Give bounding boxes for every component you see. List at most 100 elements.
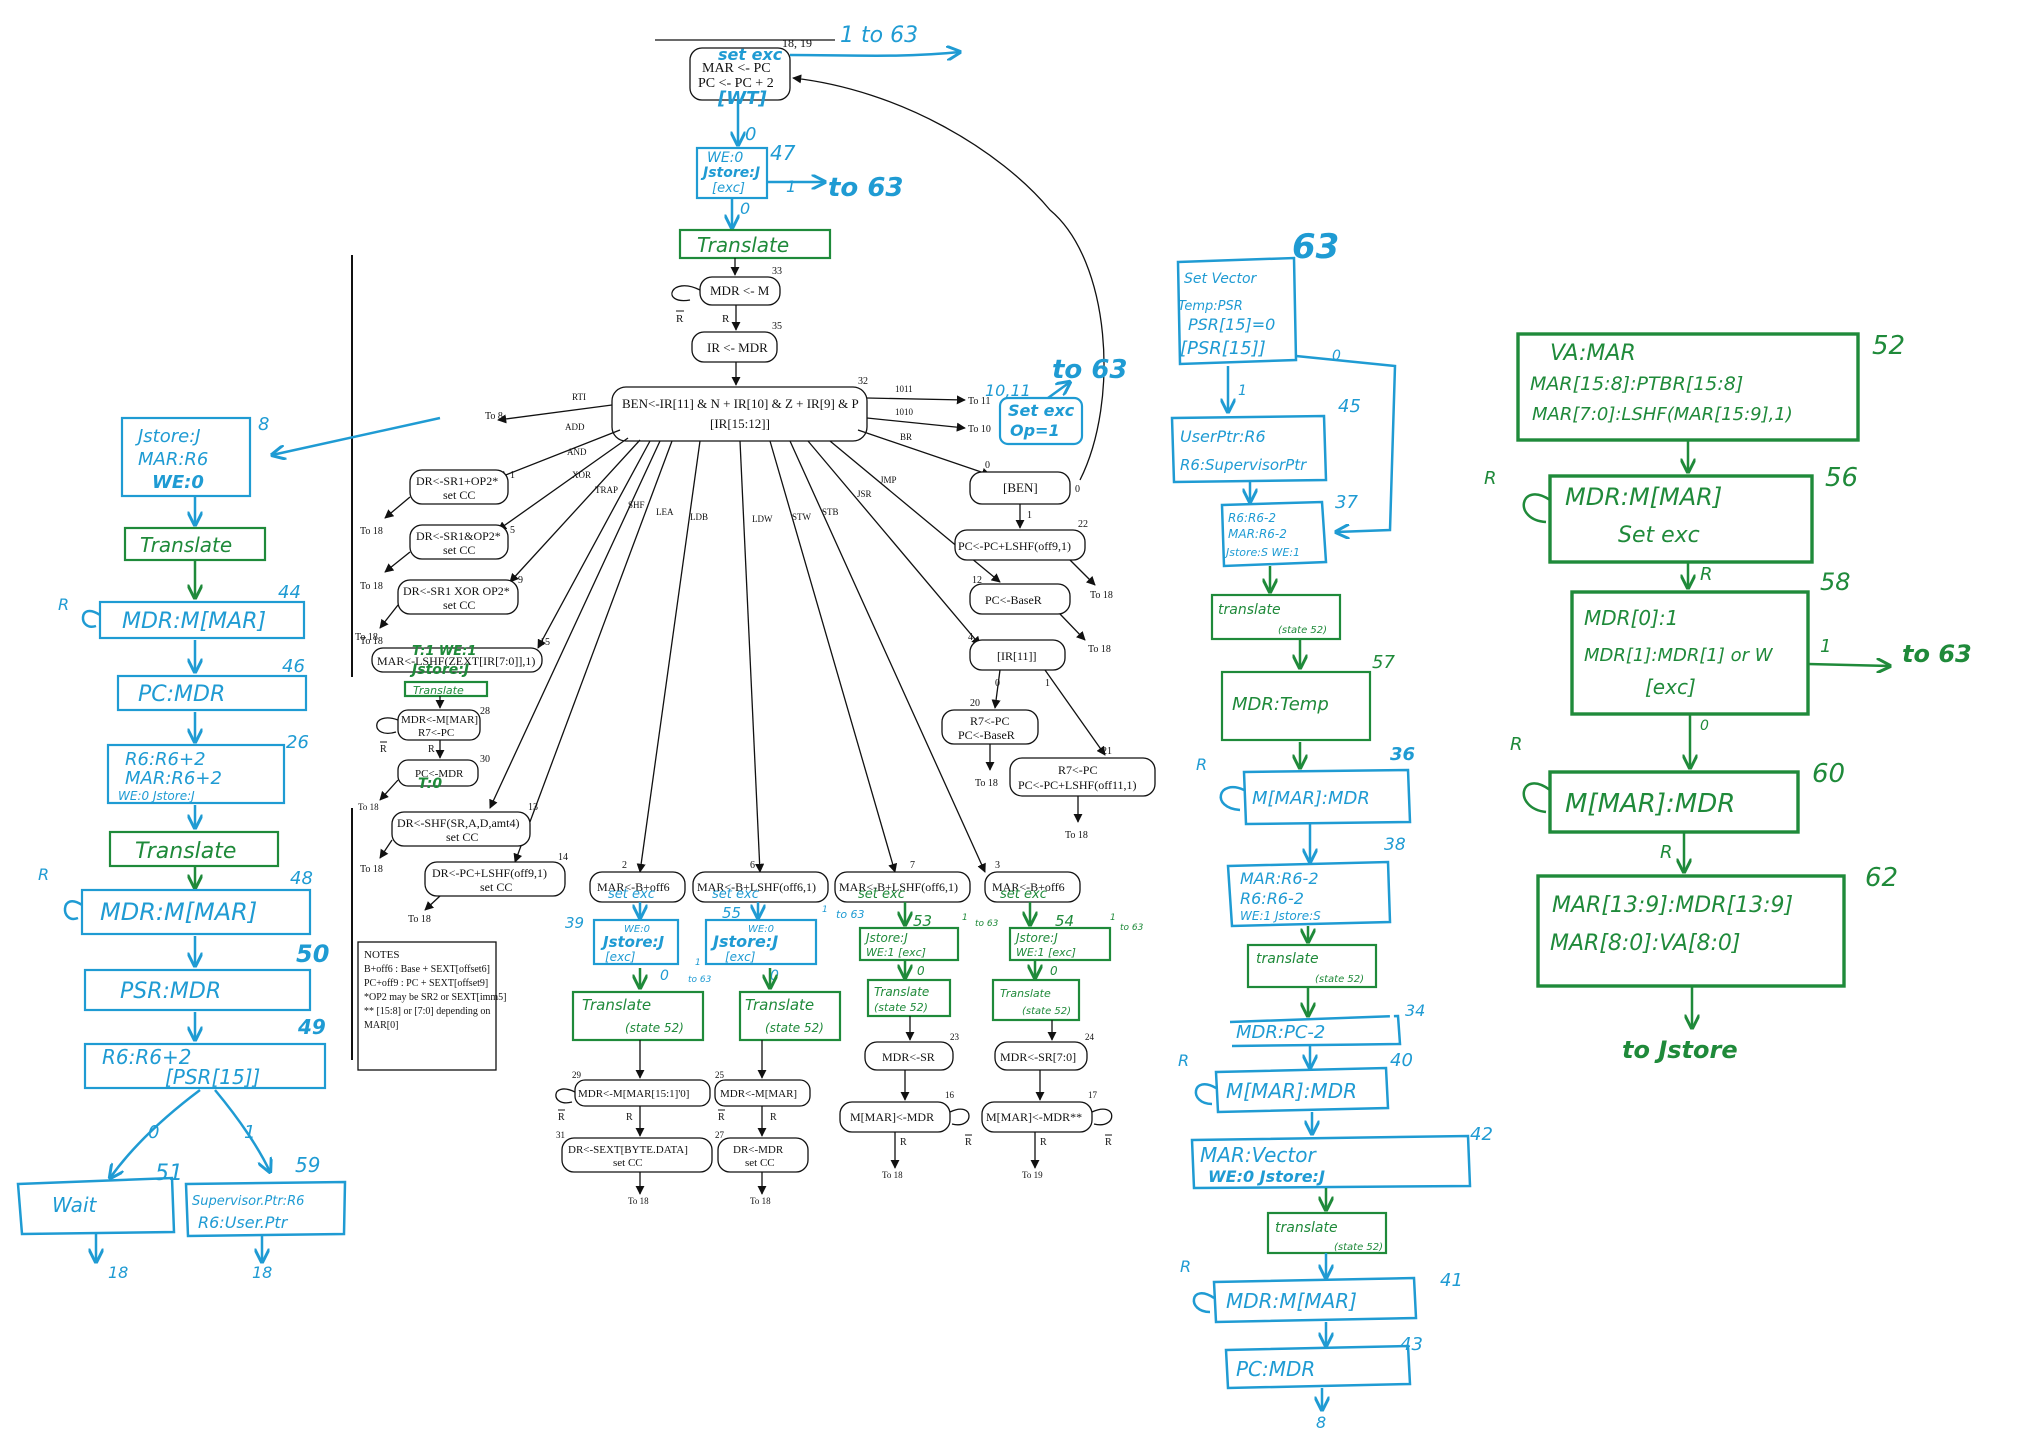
svg-text:Translate: Translate — [1000, 987, 1051, 1000]
svg-text:To 18: To 18 — [355, 632, 378, 643]
svg-text:PC<-PC+LSHF(off9,1): PC<-PC+LSHF(off9,1) — [958, 539, 1071, 553]
svg-text:53: 53 — [913, 912, 932, 930]
state-63: Set Vector Temp:PSR PSR[15]=0 [PSR[15]] … — [1176, 256, 1397, 532]
state-17: M[MAR]<-MDR** 17 R R To 19 — [981, 1090, 1113, 1180]
svg-text:0: 0 — [995, 678, 1000, 689]
svg-text:To 18: To 18 — [360, 581, 383, 592]
svg-text:MAR[15:8]:PTBR[15:8]: MAR[15:8]:PTBR[15:8] — [1530, 373, 1743, 395]
svg-text:STB: STB — [822, 507, 839, 517]
svg-text:62: 62 — [1865, 863, 1898, 893]
svg-text:36: 36 — [1390, 744, 1415, 765]
svg-text:ADD: ADD — [565, 422, 585, 432]
svg-text:WE:0: WE:0 — [152, 472, 204, 493]
svg-text:50: 50 — [296, 940, 329, 968]
state-28: MDR<-M[MAR] R7<-PC 28 R R — [376, 706, 490, 755]
svg-text:DR<-MDR: DR<-MDR — [733, 1144, 784, 1156]
svg-text:R: R — [1178, 1051, 1189, 1070]
svg-text:(state 52): (state 52) — [625, 1021, 684, 1035]
svg-text:Jstore:J: Jstore:J — [864, 931, 908, 945]
svg-text:57: 57 — [1372, 652, 1395, 673]
svg-text:AND: AND — [567, 447, 587, 457]
svg-text:R6:R6+2: R6:R6+2 — [125, 749, 206, 770]
svg-text:MAR<-B+off6: MAR<-B+off6 — [597, 880, 670, 894]
svg-text:PC+off9 : PC + SEXT[offset9]: PC+off9 : PC + SEXT[offset9] — [364, 978, 488, 989]
state-26: 26 R6:R6+2 MAR:R6+2 WE:0 Jstore:J — [106, 732, 309, 805]
svg-text:To 18: To 18 — [1090, 590, 1113, 601]
svg-text:[IR[15:12]]: [IR[15:12]] — [710, 416, 770, 431]
svg-text:2: 2 — [622, 860, 627, 871]
svg-text:To 18: To 18 — [975, 778, 998, 789]
svg-text:0: 0 — [1332, 348, 1341, 364]
svg-text:R: R — [1105, 1137, 1112, 1148]
svg-text:B+off6 : Base + SEXT[offset6]: B+off6 : Base + SEXT[offset6] — [364, 964, 490, 975]
svg-text:Jstore:J: Jstore:J — [710, 932, 778, 951]
svg-text:20: 20 — [970, 698, 980, 709]
state-18-19: 18, 19 set exc MAR <- PC PC <- PC + 2 [W… — [655, 23, 960, 109]
svg-text:0: 0 — [660, 968, 669, 984]
svg-text:to 63: to 63 — [836, 908, 865, 921]
state-36: 36 M[MAR]:MDR R — [1196, 744, 1415, 826]
svg-text:MAR<-B+LSHF(off6,1): MAR<-B+LSHF(off6,1) — [697, 880, 816, 894]
state-13: DR<-SHF(SR,A,D,amt4) set CC 13 To 18 — [360, 802, 538, 875]
svg-text:M[MAR]<-MDR: M[MAR]<-MDR — [850, 1110, 934, 1124]
svg-text:31: 31 — [556, 1130, 565, 1140]
svg-text:1010: 1010 — [895, 407, 914, 417]
svg-text:[exc]: [exc] — [725, 950, 756, 964]
svg-text:R: R — [965, 1137, 972, 1148]
svg-text:(state 52): (state 52) — [1315, 974, 1364, 985]
svg-text:58: 58 — [1820, 568, 1851, 596]
svg-text:MAR[7:0]:LSHF(MAR[15:9],1): MAR[7:0]:LSHF(MAR[15:9],1) — [1532, 404, 1793, 425]
svg-text:43: 43 — [1400, 1334, 1423, 1355]
state-55: 55 WE:0 Jstore:J [exc] 0 1 to 63 — [704, 904, 865, 984]
svg-text:Temp:PSR: Temp:PSR — [1178, 299, 1243, 314]
branch-lines: RTI To 8 ADD AND XOR TRAP SHF LEA LDB LD… — [485, 384, 1001, 873]
svg-text:T:1 WE:1: T:1 WE:1 — [412, 644, 476, 659]
svg-text:PC<-MDR: PC<-MDR — [415, 768, 464, 780]
svg-text:(state 52): (state 52) — [1022, 1006, 1071, 1017]
svg-text:To 18: To 18 — [750, 1196, 771, 1206]
svg-text:To 18: To 18 — [360, 526, 383, 537]
svg-text:To 18: To 18 — [360, 636, 383, 647]
svg-text:41: 41 — [1440, 1270, 1463, 1291]
svg-text:MDR:PC-2: MDR:PC-2 — [1236, 1022, 1325, 1043]
svg-text:to 63: to 63 — [975, 919, 999, 929]
state-24: MDR<-SR[7:0] 24 — [994, 1032, 1095, 1071]
svg-text:37: 37 — [1335, 492, 1358, 513]
svg-text:MAR <- PC: MAR <- PC — [702, 61, 771, 76]
svg-text:R: R — [1180, 1257, 1191, 1276]
svg-text:16: 16 — [945, 1090, 955, 1100]
svg-text:[IR[11]]: [IR[11]] — [997, 649, 1037, 663]
state-23: MDR<-SR 23 — [864, 1032, 960, 1071]
state-37: 37 R6:R6-2 MAR:R6-2 Jstore:S WE:1 — [1220, 492, 1358, 568]
state-50: 50 PSR:MDR — [83, 940, 329, 1012]
svg-text:M[MAR]:MDR: M[MAR]:MDR — [1565, 789, 1735, 819]
svg-text:set CC: set CC — [443, 598, 475, 612]
svg-text:(state 52): (state 52) — [765, 1021, 824, 1035]
svg-text:To 18: To 18 — [1088, 644, 1111, 655]
state-44: 44 MDR:M[MAR] R — [58, 582, 306, 640]
state-0: [BEN] 0 0 1 — [969, 460, 1080, 521]
svg-text:*OP2 may be SR2 or SEXT[imm5]: *OP2 may be SR2 or SEXT[imm5] — [364, 992, 507, 1003]
set-exc-7: set exc — [858, 887, 905, 902]
translate-54: Translate (state 52) — [991, 978, 1081, 1022]
svg-text:To 11: To 11 — [968, 396, 991, 407]
svg-text:to 63: to 63 — [688, 975, 712, 985]
svg-text:0: 0 — [917, 964, 925, 978]
svg-text:26: 26 — [286, 732, 309, 753]
svg-text:DR<-SR1 XOR OP2*: DR<-SR1 XOR OP2* — [403, 584, 510, 598]
svg-text:45: 45 — [1338, 396, 1361, 417]
svg-text:9: 9 — [518, 575, 523, 586]
svg-text:DR<-SR1+OP2*: DR<-SR1+OP2* — [416, 474, 498, 488]
svg-text:25: 25 — [715, 1070, 725, 1080]
svg-text:18: 18 — [108, 1263, 128, 1282]
svg-text:1: 1 — [1820, 636, 1831, 657]
svg-text:MAR:R6+2: MAR:R6+2 — [125, 768, 222, 789]
state-34: 34 MDR:PC-2 — [1229, 1001, 1425, 1048]
svg-text:Jstore:J: Jstore:J — [135, 426, 201, 447]
svg-text:WE:0 Jstore:J: WE:0 Jstore:J — [118, 789, 195, 803]
svg-text:Translate: Translate — [413, 684, 464, 697]
svg-text:Op=1: Op=1 — [1010, 421, 1060, 440]
svg-text:Translate: Translate — [697, 233, 789, 257]
svg-text:** [15:8] or [7:0] depending o: ** [15:8] or [7:0] depending on — [364, 1006, 490, 1017]
svg-text:translate: translate — [1256, 951, 1319, 967]
